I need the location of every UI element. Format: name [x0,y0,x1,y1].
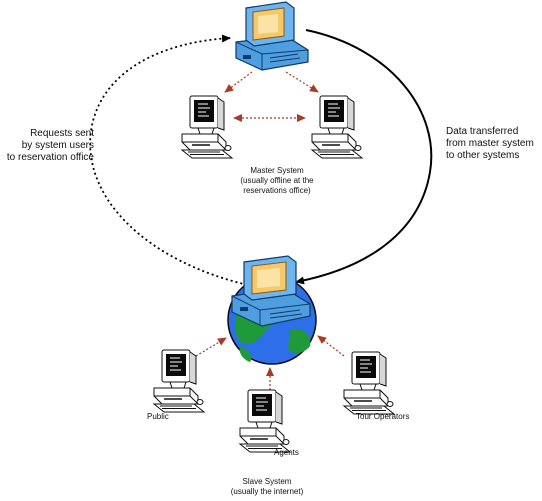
transferred-label-line: Data transferred [446,126,519,137]
public-label: Public [147,412,169,421]
master-system-label-line: (usually offline at the [240,176,314,185]
agents-workstation-icon [239,389,291,453]
slave-server-icon [231,255,311,327]
requests-label-line: to reservation office [6,152,94,163]
master-system-label-line: reservations office) [243,186,311,195]
slave-system-label: Slave System (usually the internet) [212,477,322,497]
transfer-arrow [295,29,433,285]
master-system-label: Master System (usually offline at the re… [222,166,332,196]
requests-arrow [89,34,253,287]
requests-label-line: by system users [21,140,94,151]
transferred-label-line: to other systems [446,150,520,161]
agents-label: Agents [274,448,299,457]
requests-label-line: Requests sent [30,128,94,139]
transferred-label: Data transferred from master system to o… [446,126,534,162]
slave-system-label-line: Slave System [242,477,292,486]
tour-operators-workstation-icon [343,351,395,415]
tour-operators-label: Tour Operators [356,412,410,421]
public-workstation-icon [153,349,205,413]
master-system-label-line: Master System [250,166,304,175]
master-workstation-left-icon [181,95,233,159]
master-workstation-right-icon [311,95,363,159]
master-server-icon [235,1,309,71]
requests-label: Requests sent by system users to reserva… [6,128,94,164]
slave-system-label-line: (usually the internet) [230,487,304,496]
transferred-label-line: from master system [446,138,534,149]
